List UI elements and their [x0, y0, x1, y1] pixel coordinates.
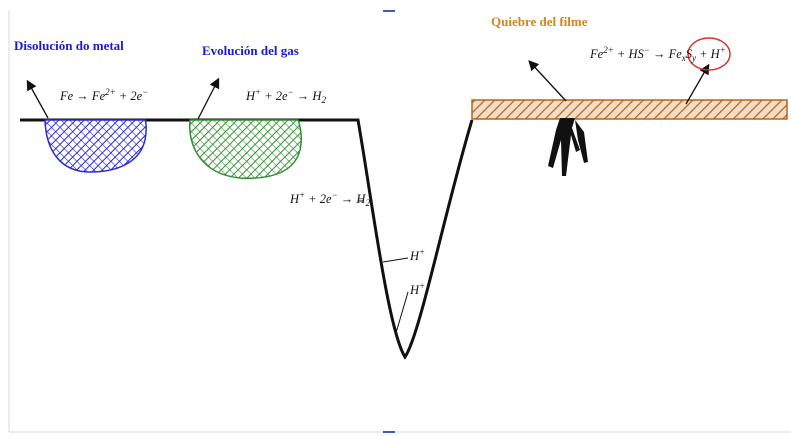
pointer-pit-h1 — [382, 257, 409, 263]
equation-h-reduction-surface: H+ + 2e− → H2 — [245, 87, 326, 105]
equation-h-reduction-pit: H+ + 2e− → H2 — [289, 190, 370, 208]
arrow-dissolution — [26, 79, 49, 119]
film-crack — [548, 118, 588, 176]
pointer-pit-h2 — [395, 291, 409, 334]
equation-fe-oxidation: Fe → Fe2+ + 2e− — [59, 87, 148, 103]
arrow-sulfide — [685, 63, 710, 105]
sulfide-film — [471, 99, 788, 120]
label-film-break: Quiebre del filme — [491, 14, 588, 29]
equation-sulfide-formation: Fe2+ + HS− → FexSy + H+ — [589, 45, 726, 63]
arrow-film-break — [528, 60, 567, 102]
sulfide-product-highlight — [687, 37, 731, 71]
pit-h-ion-2: H+ — [409, 281, 425, 297]
label-gas-evolution: Evolución del gas — [202, 43, 299, 58]
pit-h-ion-1: H+ — [409, 247, 425, 263]
label-dissolution: Disolución do metal — [14, 38, 124, 53]
metal-surface-line — [20, 118, 474, 360]
arrow-gas — [197, 77, 220, 120]
